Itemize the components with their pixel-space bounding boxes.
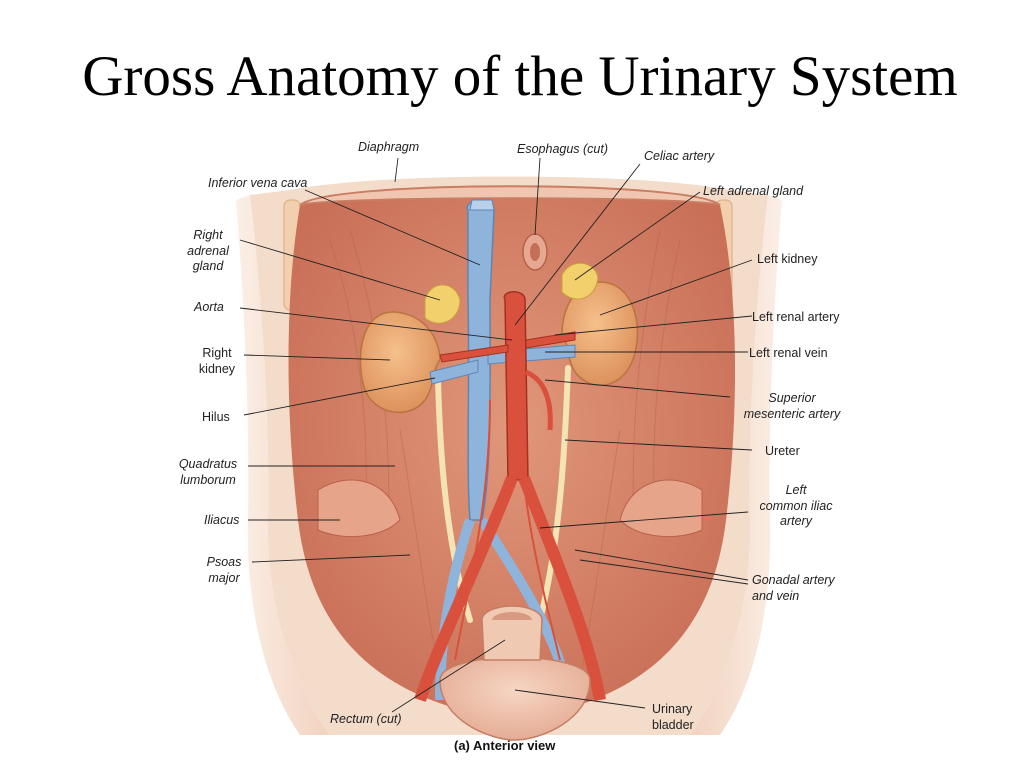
esophagus: [522, 233, 548, 271]
label-right-adrenal-gland: Right adrenal gland: [178, 228, 238, 275]
label-line: adrenal: [187, 243, 229, 258]
label-line: major: [208, 570, 240, 585]
figure-caption: (a) Anterior view: [454, 738, 555, 753]
label-hilus: Hilus: [202, 410, 230, 424]
label-left-adrenal-gland: Left adrenal gland: [703, 184, 804, 198]
label-urinary-bladder: Urinary bladder: [652, 702, 694, 733]
label-line: Left: [785, 483, 807, 497]
label-iliacus: Iliacus: [204, 513, 240, 527]
slide-title: Gross Anatomy of the Urinary System: [82, 45, 958, 108]
label-diaphragm: Diaphragm: [358, 140, 420, 154]
label-line: Superior: [768, 391, 816, 405]
label-line: Quadratus: [178, 457, 238, 471]
label-line: lumborum: [180, 472, 236, 487]
label-line: kidney: [198, 361, 236, 376]
leader-lines: [239, 157, 753, 713]
label-superior-mesenteric-artery: Superior mesenteric artery: [730, 391, 854, 422]
label-line: and vein: [752, 588, 800, 603]
label-line: gland: [192, 259, 224, 274]
label-psoas-major: Psoas major: [196, 555, 252, 586]
label-line: Gonadal artery: [752, 573, 835, 587]
label-line: Right: [202, 346, 232, 360]
label-inferior-vena-cava: Inferior vena cava: [208, 176, 308, 190]
caption-prefix: (a): [454, 738, 470, 753]
label-line: mesenteric artery: [743, 406, 841, 421]
label-line: Urinary: [652, 702, 693, 716]
label-left-common-iliac-artery: Left common iliac artery: [748, 483, 844, 530]
label-line: Psoas: [206, 555, 242, 569]
label-gonadal-artery-vein: Gonadal artery and vein: [752, 573, 835, 604]
caption-text: Anterior view: [473, 738, 556, 753]
label-quadratus-lumborum: Quadratus lumborum: [168, 457, 248, 488]
label-left-kidney: Left kidney: [757, 252, 818, 266]
label-aorta: Aorta: [194, 300, 224, 314]
label-left-renal-artery: Left renal artery: [752, 310, 840, 324]
label-line: Right: [193, 228, 223, 242]
aorta: [414, 291, 606, 702]
label-left-renal-vein: Left renal vein: [749, 346, 828, 360]
label-right-kidney: Right kidney: [190, 346, 244, 377]
label-line: common iliac: [759, 498, 833, 513]
label-esophagus: Esophagus (cut): [517, 142, 609, 156]
label-rectum: Rectum (cut): [330, 712, 402, 726]
label-line: bladder: [652, 717, 694, 732]
adrenal-glands: [424, 262, 599, 324]
label-ureter: Ureter: [765, 444, 800, 458]
label-line: artery: [780, 514, 812, 529]
rectum: [481, 605, 543, 661]
label-celiac-artery: Celiac artery: [644, 149, 715, 163]
